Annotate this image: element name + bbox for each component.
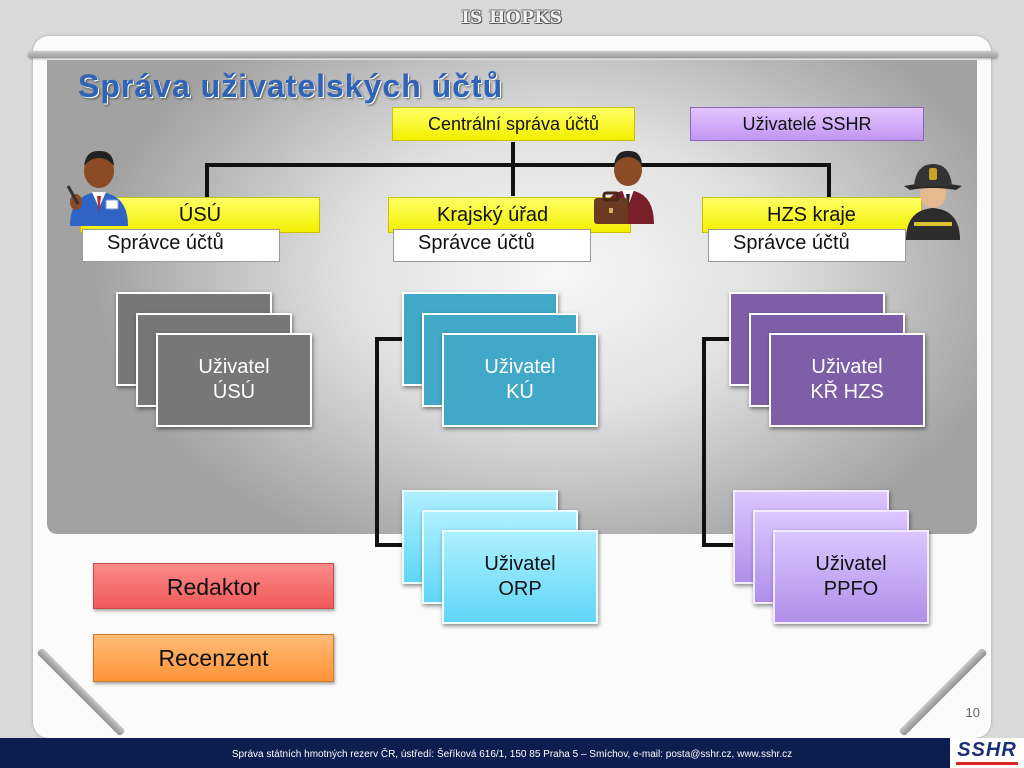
admin-box-usu: Správce účtů	[82, 229, 280, 262]
connector-ku-top	[375, 337, 405, 341]
footer-text: Správa státních hmotných rezerv ČR, ústř…	[231, 749, 793, 760]
user-card-orp-line1: Uživatel	[484, 553, 556, 575]
connector-horizontal-bus	[205, 163, 831, 167]
connector-hzs	[827, 163, 831, 197]
central-admin-box: Centrální správa účtů	[392, 107, 635, 141]
org-box-hzs: HZS kraje	[702, 197, 922, 233]
user-card-hzs-line2: KŘ HZS	[810, 381, 884, 403]
org-box-ku: Krajský úřad	[388, 197, 631, 233]
page-number: 10	[965, 705, 980, 720]
sshr-users-box: Uživatelé SSHR	[690, 107, 924, 141]
user-card-usu: Uživatel ÚSÚ	[156, 333, 312, 427]
footer-bar	[0, 738, 1024, 768]
connector-hzs-top	[702, 337, 732, 341]
user-card-orp: Uživatel ORP	[442, 530, 598, 624]
admin-box-hzs: Správce účtů	[708, 229, 906, 262]
firefighter-icon	[904, 164, 962, 240]
legend-recenzent: Recenzent	[93, 634, 334, 682]
sshr-logo-underline	[956, 762, 1018, 765]
user-card-hzs: Uživatel KŘ HZS	[769, 333, 925, 427]
user-card-ppfo-line1: Uživatel	[815, 553, 887, 575]
user-card-hzs-line1: Uživatel	[811, 356, 883, 378]
slide-top-bar	[28, 51, 998, 58]
user-card-ppfo: Uživatel PPFO	[773, 530, 929, 624]
connector-usu	[205, 163, 209, 197]
legend-redaktor: Redaktor	[93, 563, 334, 609]
connector-central-down	[511, 142, 515, 196]
user-card-ku-line1: Uživatel	[484, 356, 556, 378]
user-card-ku: Uživatel KÚ	[442, 333, 598, 427]
connector-ppfo	[702, 543, 734, 547]
connector-orp	[375, 543, 405, 547]
connector-hzs-vertical	[702, 337, 706, 547]
user-card-orp-line2: ORP	[498, 578, 542, 600]
admin-box-ku: Správce účtů	[393, 229, 591, 262]
slide-heading: Správa uživatelských účtů	[78, 68, 504, 104]
presentation-title: IS HOPKS	[461, 8, 563, 28]
sshr-logo: SSHR	[950, 738, 1024, 768]
person-with-pen-icon	[66, 150, 128, 226]
sshr-logo-text: SSHR	[957, 739, 1017, 761]
connector-ku-vertical	[375, 337, 379, 547]
user-card-usu-line2: ÚSÚ	[212, 381, 256, 403]
user-card-ppfo-line2: PPFO	[823, 578, 879, 600]
user-card-usu-line1: Uživatel	[198, 356, 270, 378]
user-card-ku-line2: KÚ	[506, 381, 534, 403]
person-with-briefcase-icon	[594, 150, 654, 224]
